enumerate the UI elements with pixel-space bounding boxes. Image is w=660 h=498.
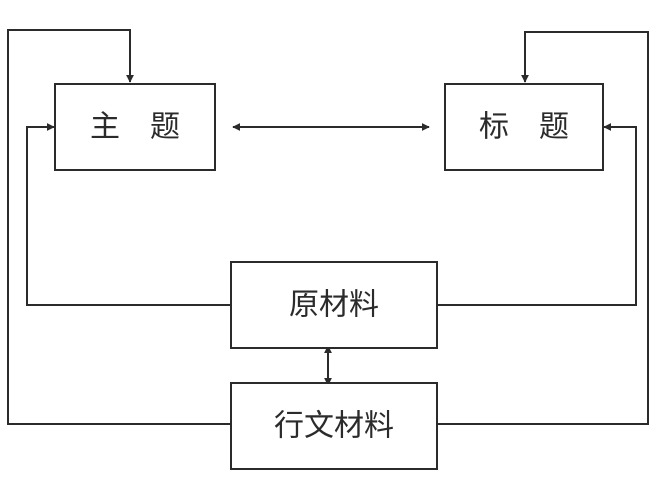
node-theme: 主 题 [54,83,216,171]
node-title: 标 题 [444,83,604,171]
node-writing-material: 行文材料 [230,382,438,470]
node-title-label: 标 题 [479,110,569,145]
node-source-material: 原材料 [230,261,438,349]
node-source-material-label: 原材料 [289,288,379,323]
connector-source-to-title-right [438,123,637,306]
connector-source-to-theme-left [26,123,230,306]
node-writing-material-label: 行文材料 [274,409,394,444]
connector-writing-to-theme-top [7,29,230,425]
connectors [7,29,649,425]
node-theme-label: 主 题 [90,110,180,145]
connector-writing-to-title-top [438,31,649,425]
